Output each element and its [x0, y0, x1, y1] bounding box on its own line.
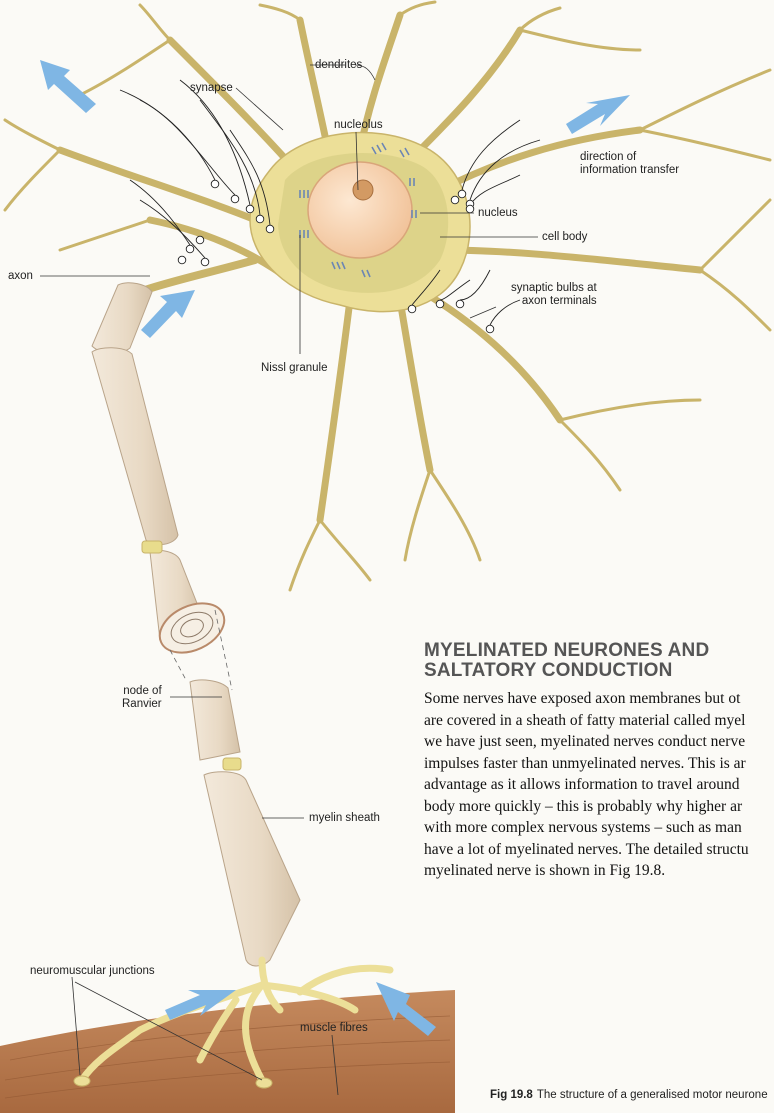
section-body: Some nerves have exposed axon membranes … [424, 688, 774, 882]
nucleus-shape [308, 162, 412, 258]
figure-caption-text: The structure of a generalised motor neu… [537, 1089, 768, 1101]
section-heading: MYELINATED NEURONES AND SALTATORY CONDUC… [424, 641, 774, 681]
label-axon: axon [8, 270, 33, 283]
label-nucleolus: nucleolus [334, 119, 383, 132]
figure-number: Fig 19.8 [490, 1089, 533, 1101]
nucleolus-shape [353, 180, 373, 200]
label-muscle-fibres: muscle fibres [300, 1022, 368, 1035]
label-synapse: synapse [190, 82, 233, 95]
axon-hillock [145, 260, 255, 290]
arrow-icon [566, 95, 630, 134]
figure-caption: Fig 19.8 The structure of a generalised m… [490, 1089, 768, 1101]
label-synaptic-bulbs: synaptic bulbs at axon terminals [511, 282, 597, 308]
label-cell-body: cell body [542, 231, 587, 244]
label-neuromuscular-junctions: neuromuscular junctions [30, 965, 155, 978]
arrow-icon [40, 60, 96, 113]
label-myelin-sheath: myelin sheath [309, 812, 380, 825]
label-nissl-granule: Nissl granule [261, 362, 327, 375]
label-direction: direction of information transfer [580, 151, 679, 177]
label-node-of-ranvier: node of Ranvier [122, 685, 162, 711]
label-nucleus: nucleus [478, 207, 518, 220]
label-dendrites: dendrites [315, 59, 362, 72]
